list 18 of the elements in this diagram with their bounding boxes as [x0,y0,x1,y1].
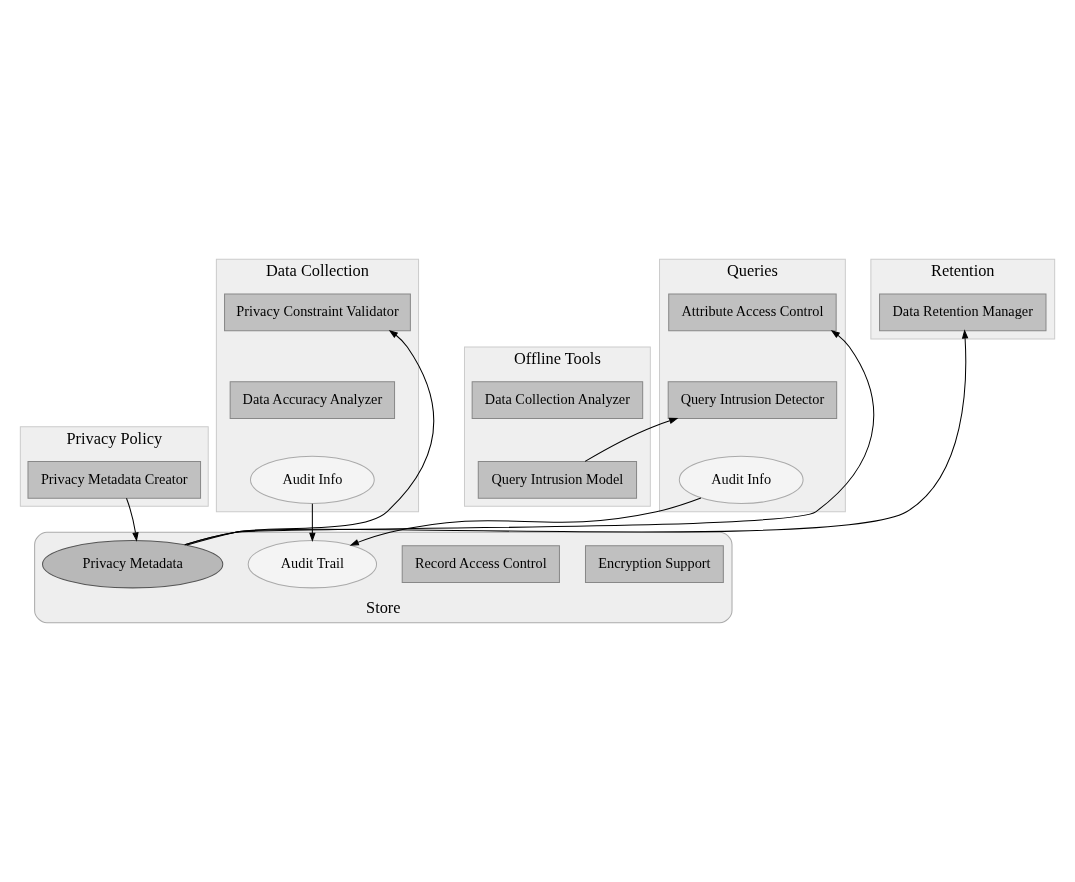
node-box: Privacy Metadata Creator [27,460,202,499]
node-box: Data Collection Analyzer [471,381,644,420]
arrow [309,503,316,542]
node-ellipse: Privacy Metadata [42,540,224,589]
node-box: Privacy Constraint Validator [224,293,411,332]
node-box: Data Retention Manager [879,293,1047,332]
arrow [584,417,679,462]
node-ellipse: Audit Info [678,455,804,504]
node-box: Query Intrusion Detector [667,381,838,420]
node-box: Record Access Control [401,545,560,584]
node-box: Attribute Access Control [668,293,837,332]
arrow [186,330,435,546]
arrow [349,497,702,546]
node-box: Query Intrusion Model [477,460,638,499]
node-box: Encryption Support [585,545,724,584]
node-ellipse: Audit Info [249,455,375,504]
node-box: Data Accuracy Analyzer [229,381,396,420]
arrow [125,497,139,542]
